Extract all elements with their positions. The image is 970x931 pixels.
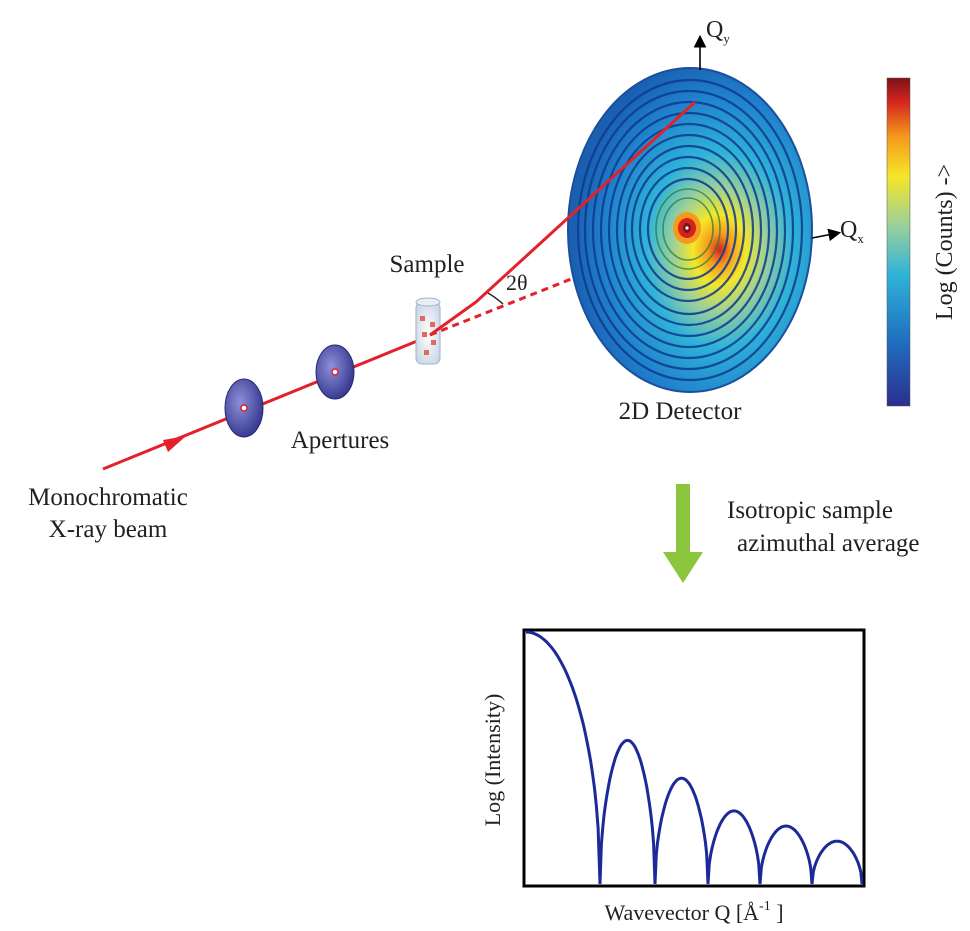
two-theta-arc <box>485 291 504 305</box>
sample-label: Sample <box>390 251 465 278</box>
direct-beam-dashed <box>429 233 683 337</box>
colorbar <box>886 77 911 407</box>
process-label-line1: Isotropic sample <box>727 497 893 524</box>
aperture-1 <box>224 378 264 438</box>
plot-ylabel: Log (Intensity) <box>480 694 505 827</box>
colorbar-label: Log (Counts) -> <box>932 164 958 320</box>
qx-label: Qx <box>840 217 864 246</box>
intensity-curve <box>525 630 864 885</box>
scattered-beam <box>429 100 697 337</box>
beam-label-line2: X-ray beam <box>49 516 168 543</box>
curve-lobe-1 <box>525 630 602 885</box>
plot-frame <box>522 628 866 888</box>
green-down-arrow-icon <box>663 484 703 583</box>
curve-lobe-5 <box>758 824 814 885</box>
process-label-line2: azimuthal average <box>737 530 920 557</box>
curve-lobe-3 <box>653 776 710 885</box>
aperture-2 <box>315 344 355 400</box>
two-theta-label: 2θ <box>506 270 528 295</box>
apertures-label: Apertures <box>291 427 390 454</box>
beam-label-line1: Monochromatic <box>28 484 188 511</box>
detector-label: 2D Detector <box>619 398 743 425</box>
qx-axis-arrow <box>811 228 842 242</box>
plot-xlabel: Wavevector Q [Å-1 ] <box>604 899 783 925</box>
curve-lobe-4 <box>706 809 762 885</box>
curve-lobe-6 <box>810 839 864 885</box>
qy-label: Qy <box>706 17 730 46</box>
beam-arrow-icon <box>163 436 186 452</box>
curve-lobe-2 <box>598 738 657 885</box>
incident-beam <box>102 335 428 471</box>
sample-tube <box>415 297 441 365</box>
detector-disc <box>567 67 813 393</box>
